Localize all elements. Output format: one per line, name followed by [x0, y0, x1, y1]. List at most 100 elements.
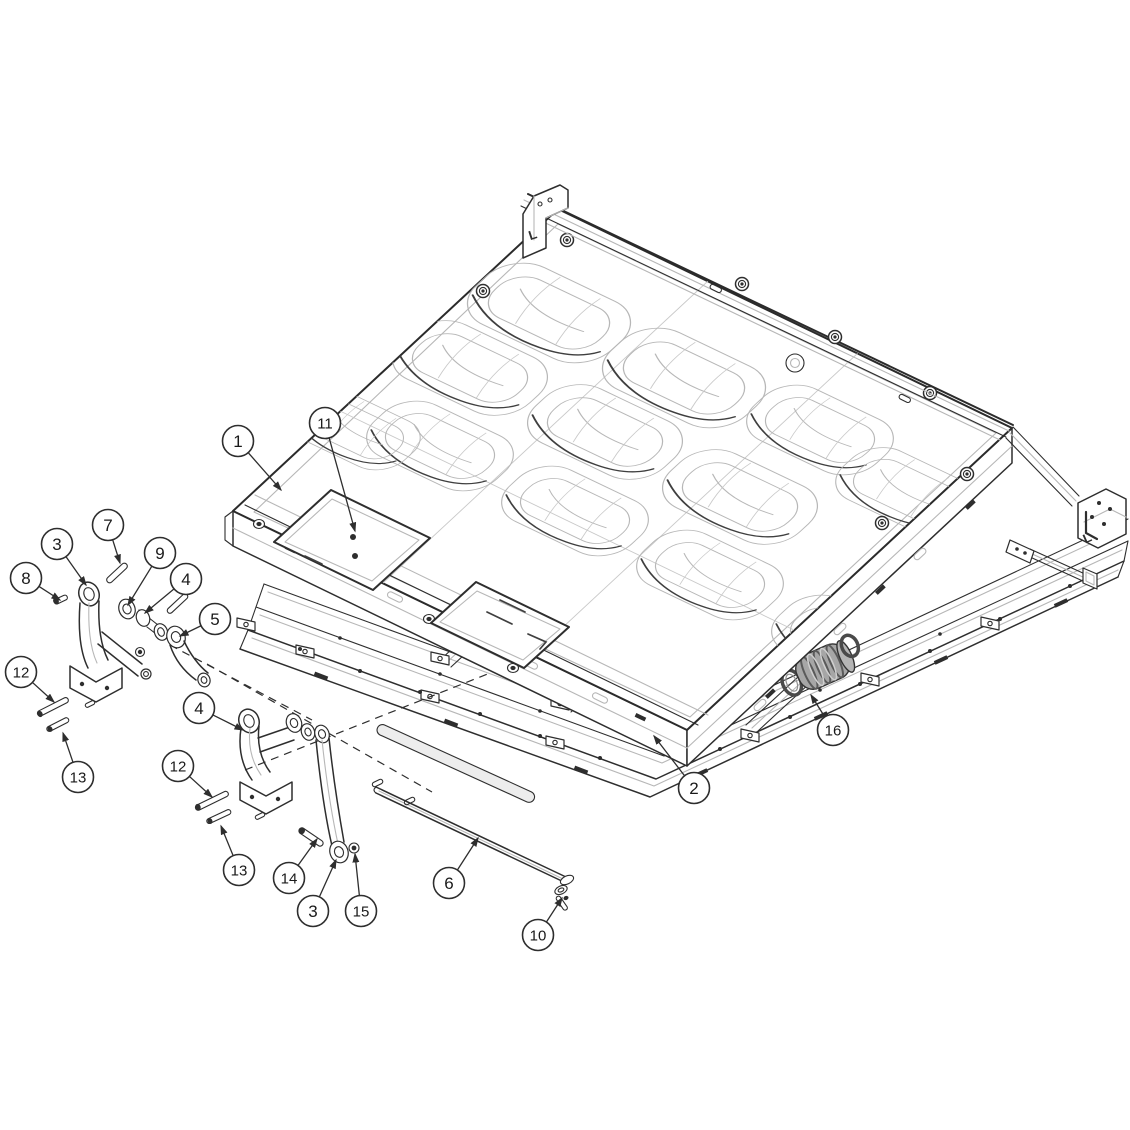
callout-balloon: [9, 561, 43, 595]
callout-balloon: [198, 602, 232, 636]
callout-balloon: [182, 691, 216, 725]
callout-number: 1: [233, 432, 242, 451]
pin-small-upper: [166, 593, 189, 614]
callout-balloon: [816, 713, 850, 747]
callout-number: 13: [231, 862, 248, 879]
bellcrank-upper-assembly: [36, 562, 211, 732]
callout-leader: [178, 625, 202, 637]
callout-leader: [545, 896, 563, 923]
frame-cleats: [313, 598, 1069, 778]
bushing-part-4-upper: [135, 609, 169, 641]
callout-leader: [189, 775, 214, 799]
deck-plug: [785, 353, 805, 373]
callout-balloon: [161, 749, 195, 783]
callout-leader: [212, 714, 245, 731]
callout-number: 12: [170, 758, 187, 775]
spring-part-16: [780, 633, 861, 697]
washer-part-9: [118, 598, 136, 620]
link-arm-part-3-lower: [298, 724, 360, 864]
callout-leader: [112, 539, 121, 565]
rod-key-small: [371, 778, 384, 788]
callout-16: 16: [810, 693, 850, 747]
callout-leader: [220, 824, 234, 856]
callout-number: 12: [13, 664, 30, 681]
pin-part-7: [106, 562, 128, 584]
callout-balloon: [677, 771, 711, 805]
deck-molded-pockets: [275, 251, 990, 696]
callout-balloon: [40, 527, 74, 561]
callout-balloon: [344, 894, 378, 928]
callout-5: 5: [178, 602, 232, 637]
nut-part-15: [348, 842, 360, 854]
callout-number: 8: [21, 569, 30, 588]
callout-15: 15: [344, 852, 378, 928]
callout-number: 14: [281, 870, 298, 887]
callout-balloon: [221, 424, 255, 458]
callout-number: 4: [181, 570, 190, 589]
link-part-5: [166, 625, 211, 688]
callout-leader: [62, 731, 74, 763]
callout-10: 10: [521, 896, 563, 952]
nut-upper: [134, 646, 146, 658]
callout-number: 3: [308, 902, 317, 921]
callout-9: 9: [127, 536, 177, 607]
bellcrank-part-3-upper: [69, 581, 152, 708]
callout-2: 2: [653, 734, 711, 805]
tie-rod-part-6: [371, 778, 575, 886]
callout-leader: [318, 858, 337, 898]
callout-leader: [352, 852, 361, 896]
callout-balloon: [143, 536, 177, 570]
callout-balloon: [4, 655, 38, 689]
callout-number: 11: [317, 415, 333, 432]
callout-leader: [810, 693, 826, 718]
callout-1: 1: [221, 424, 282, 492]
callout-4: 4: [143, 562, 203, 614]
bellcrank-part-4-lower: [237, 708, 316, 820]
callout-12: 12: [161, 749, 214, 799]
callout-number: 10: [530, 927, 547, 944]
pins-12-13-upper: [36, 696, 70, 732]
callout-leader: [328, 437, 357, 533]
bellcrank-lower-assembly: [194, 708, 316, 825]
callout-leader: [297, 837, 318, 866]
callout-balloon: [432, 866, 466, 900]
callout-leader: [38, 585, 62, 601]
callout-number: 15: [353, 903, 370, 920]
right-end-bracket: [1005, 426, 1127, 549]
callout-14: 14: [272, 837, 318, 895]
callout-8: 8: [9, 561, 62, 601]
pin-part-14: [298, 827, 324, 847]
callout-leader: [65, 556, 87, 587]
callout-3: 3: [40, 527, 87, 587]
callout-number: 3: [52, 535, 61, 554]
callout-balloon: [521, 918, 555, 952]
frame-square-tube: [1005, 539, 1098, 590]
callout-balloon: [169, 562, 203, 596]
callout-leader: [653, 734, 686, 777]
callout-leader: [456, 836, 479, 871]
callout-balloon: [272, 861, 306, 895]
callout-6: 6: [432, 836, 479, 900]
callout-number: 13: [70, 769, 87, 786]
access-panel-1: [273, 489, 431, 591]
callout-balloon: [222, 853, 256, 887]
callout-number: 6: [444, 874, 453, 893]
callout-13: 13: [220, 824, 256, 887]
callout-3: 3: [296, 858, 337, 928]
callout-balloon: [91, 508, 125, 542]
deck-panel-part-1: [224, 184, 1127, 767]
callout-number: 5: [210, 610, 219, 629]
callout-leader: [143, 588, 175, 614]
access-panel-2: [430, 581, 570, 669]
frame-bolts: [298, 584, 1072, 760]
callout-balloon: [308, 406, 342, 440]
callout-number: 9: [155, 544, 164, 563]
callout-leader: [127, 565, 153, 607]
rod-key-small: [403, 796, 416, 806]
clevis-pin-part-10: [554, 884, 569, 911]
callout-leader: [32, 681, 56, 704]
callout-7: 7: [91, 508, 125, 565]
